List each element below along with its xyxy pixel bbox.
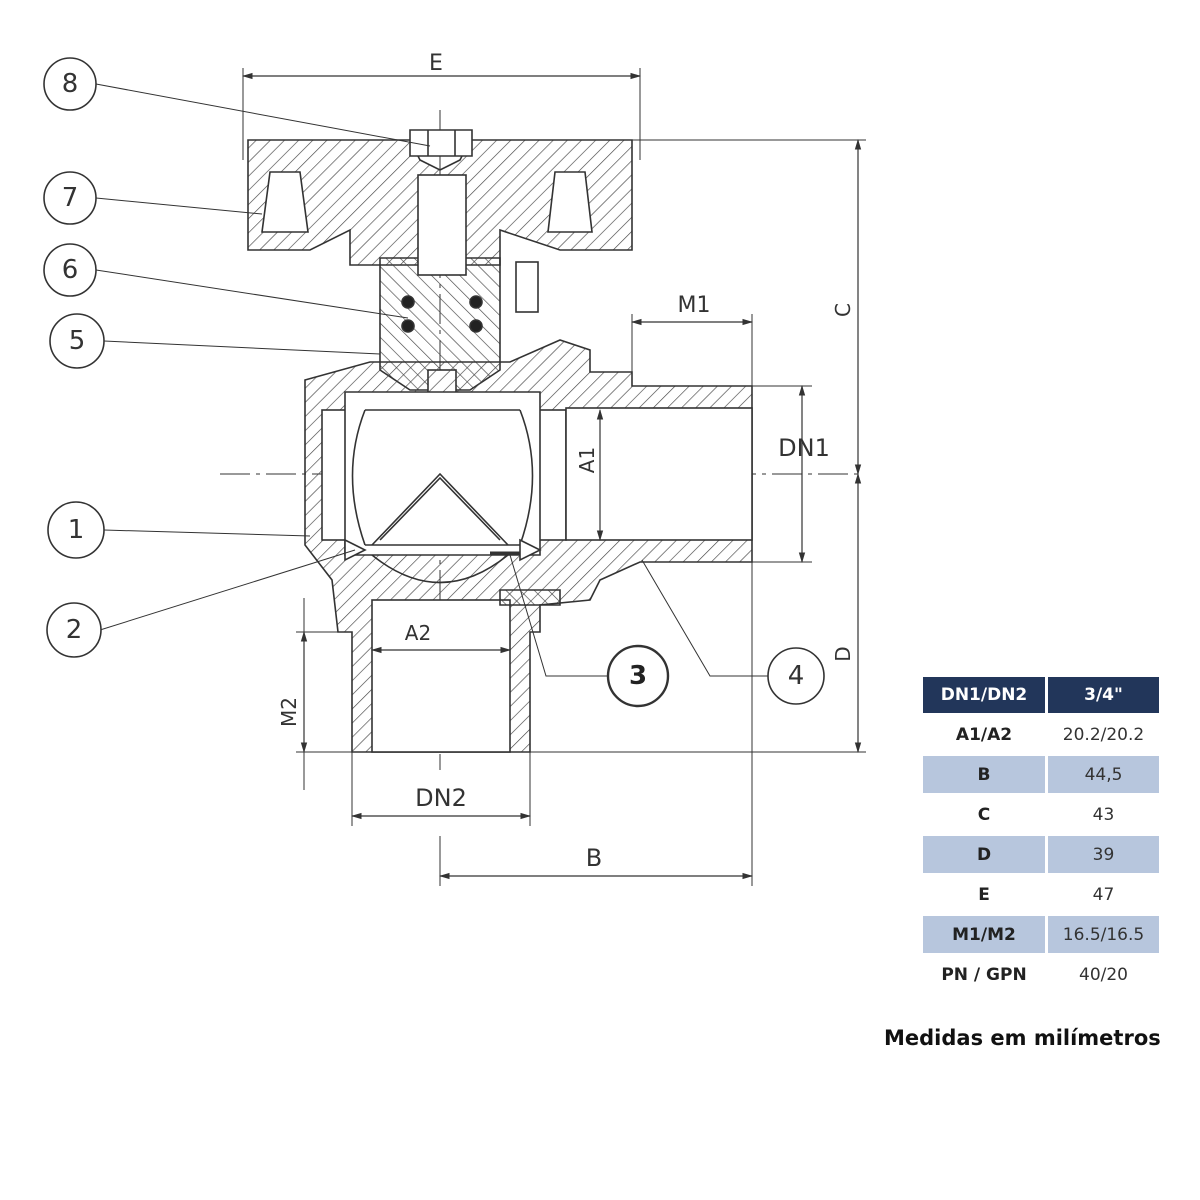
part-number-4: 4 bbox=[788, 661, 805, 691]
row-key: PN / GPN bbox=[941, 964, 1027, 985]
dimensions-table: DN1/DN2 3/4" A1/A2 20.2/20.2 B 44,5 C 43… bbox=[920, 674, 1162, 996]
row-value: 39 bbox=[1048, 836, 1159, 873]
dimension-label-b: B bbox=[586, 844, 602, 872]
table-row: M1/M2 16.5/16.5 bbox=[923, 916, 1159, 953]
part-number-5: 5 bbox=[69, 326, 86, 356]
table-row: B 44,5 bbox=[923, 756, 1159, 793]
row-value: 20.2/20.2 bbox=[1062, 724, 1145, 745]
row-key: B bbox=[923, 756, 1045, 793]
dimension-label-dn2: DN2 bbox=[415, 784, 467, 812]
part-number-8: 8 bbox=[62, 69, 79, 99]
table-row: A1/A2 20.2/20.2 bbox=[923, 716, 1159, 753]
row-key: D bbox=[923, 836, 1045, 873]
dimension-label-m1: M1 bbox=[678, 293, 711, 318]
part-number-1: 1 bbox=[68, 515, 85, 545]
row-key: M1/M2 bbox=[923, 916, 1045, 953]
table-header-row: DN1/DN2 3/4" bbox=[923, 677, 1159, 713]
row-value: 43 bbox=[1092, 804, 1115, 825]
part-number-7: 7 bbox=[62, 183, 79, 213]
row-value: 16.5/16.5 bbox=[1048, 916, 1159, 953]
units-footnote: Medidas em milímetros bbox=[884, 1026, 1161, 1050]
table-row: D 39 bbox=[923, 836, 1159, 873]
part-number-2: 2 bbox=[66, 615, 83, 645]
dimension-label-e: E bbox=[429, 51, 443, 76]
table-row: PN / GPN 40/20 bbox=[923, 956, 1159, 993]
dimension-label-a2: A2 bbox=[405, 621, 431, 645]
dimension-label-d: D bbox=[831, 646, 855, 661]
row-value: 47 bbox=[1092, 884, 1115, 905]
row-value: 44,5 bbox=[1048, 756, 1159, 793]
dimension-label-m2: M2 bbox=[277, 697, 301, 727]
table-row: E 47 bbox=[923, 876, 1159, 913]
part-number-6: 6 bbox=[62, 255, 79, 285]
dimension-label-c: C bbox=[831, 303, 855, 317]
header-key: DN1/DN2 bbox=[923, 677, 1045, 713]
table-row: C 43 bbox=[923, 796, 1159, 833]
row-key: E bbox=[978, 884, 990, 905]
dimension-label-a1: A1 bbox=[575, 447, 599, 473]
header-value: 3/4" bbox=[1048, 677, 1159, 713]
row-key: C bbox=[977, 804, 991, 825]
row-key: A1/A2 bbox=[955, 724, 1013, 745]
part-number-3: 3 bbox=[629, 661, 647, 691]
row-value: 40/20 bbox=[1079, 964, 1128, 985]
dimension-label-dn1: DN1 bbox=[778, 434, 830, 462]
